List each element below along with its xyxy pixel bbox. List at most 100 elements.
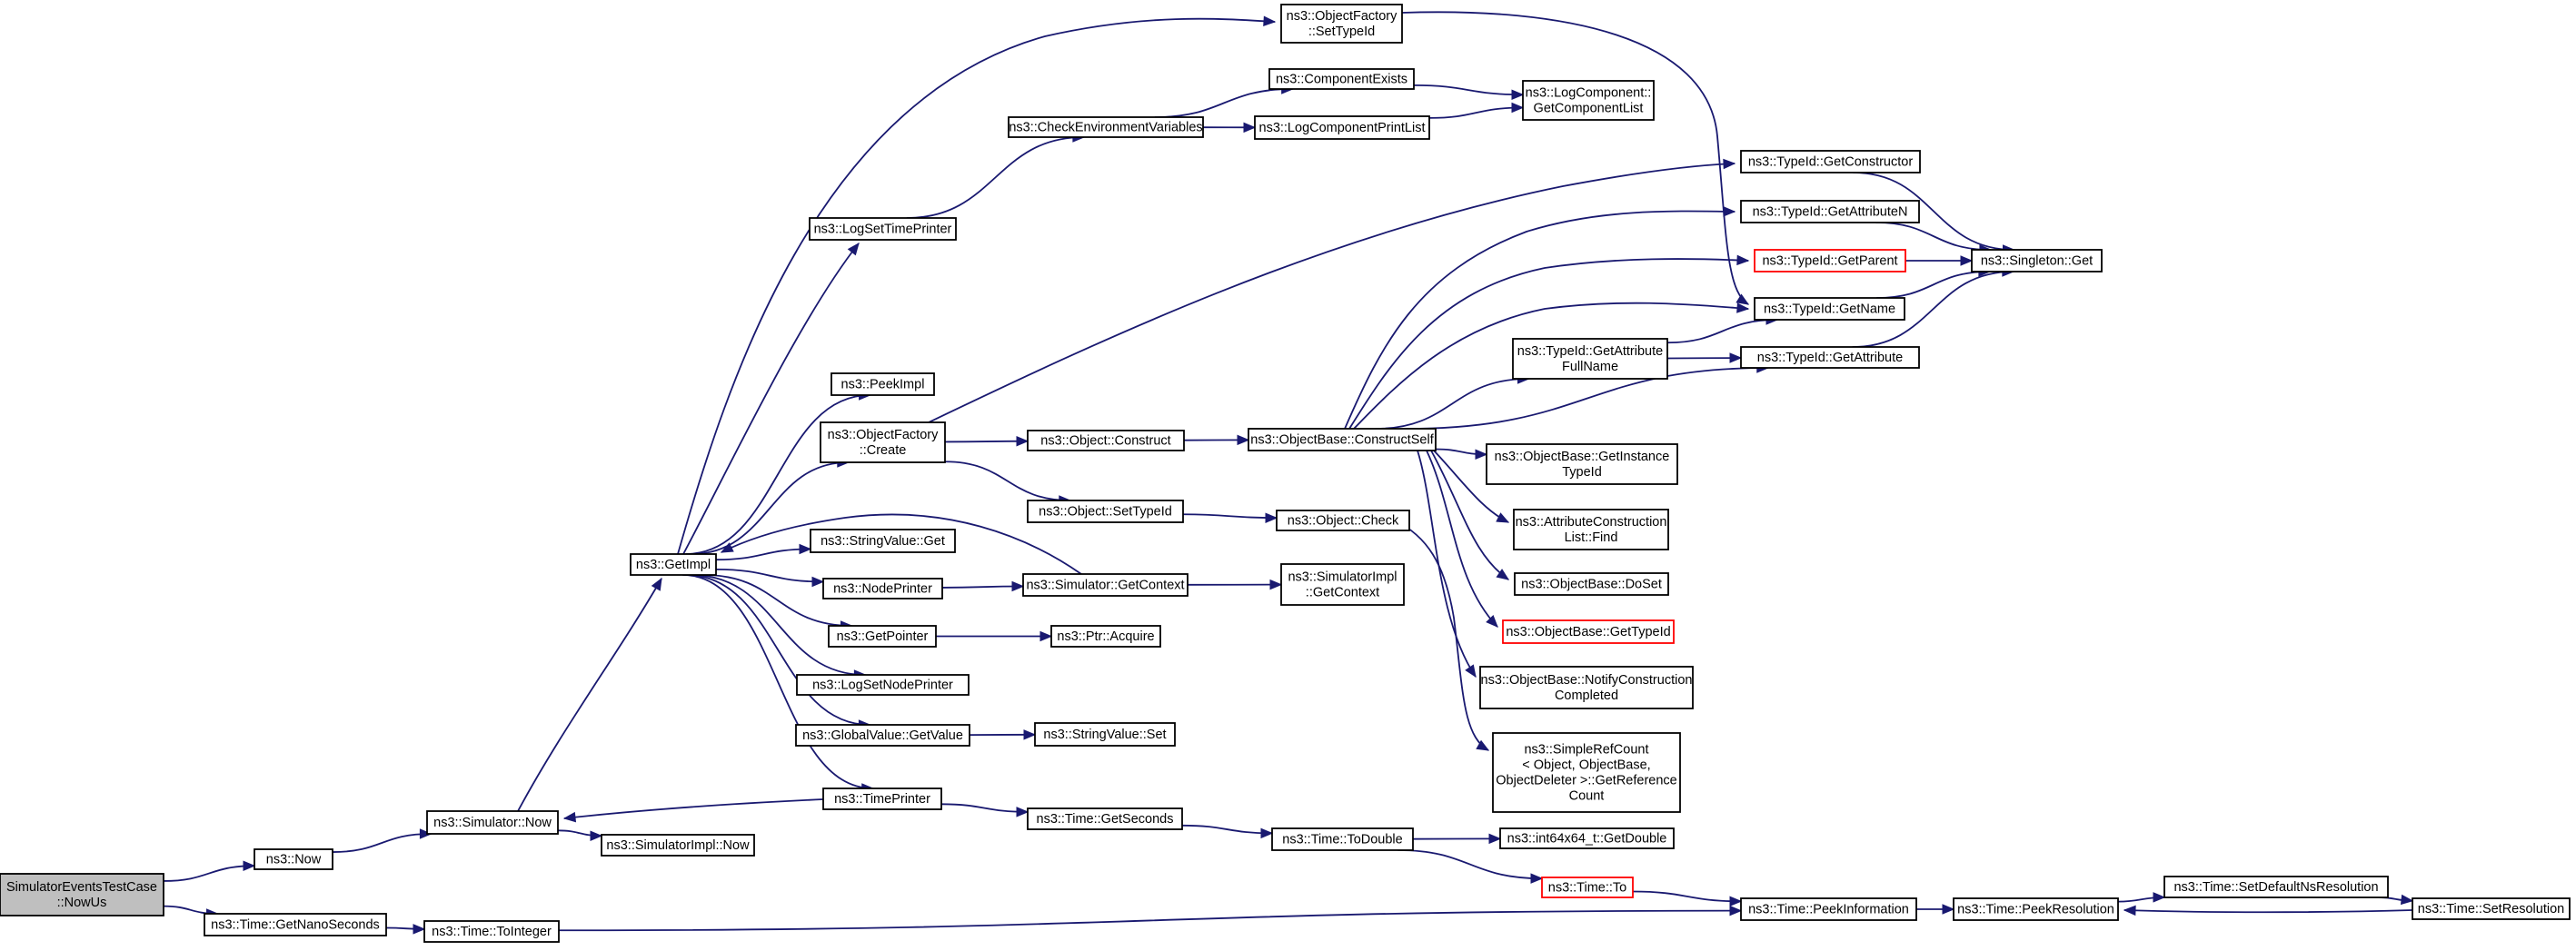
node-label: ns3::StringValue::Get xyxy=(821,534,945,549)
node-strget[interactable]: ns3::StringValue::Get xyxy=(810,529,956,553)
node-label: ::SetTypeId xyxy=(1308,25,1375,39)
node-peekimpl[interactable]: ns3::PeekImpl xyxy=(830,372,935,396)
node-simplerefcount[interactable]: ns3::SimpleRefCount< Object, ObjectBase,… xyxy=(1492,732,1681,813)
call-edge-logsettime-to-checkenv xyxy=(906,132,1086,219)
node-objsettypeid[interactable]: ns3::Object::SetTypeId xyxy=(1027,500,1184,523)
node-obdoset[interactable]: ns3::ObjectBase::DoSet xyxy=(1514,572,1669,596)
node-box xyxy=(1512,338,1668,380)
node-timeprinter[interactable]: ns3::TimePrinter xyxy=(822,788,942,810)
node-box xyxy=(1492,732,1681,813)
node-label: ns3::Simulator::Now xyxy=(433,816,552,830)
node-box xyxy=(423,920,560,943)
node-toint[interactable]: ns3::Time::ToInteger xyxy=(423,920,560,943)
node-objconstruct[interactable]: ns3::Object::Construct xyxy=(1027,430,1185,451)
node-label: ns3::Object::Construct xyxy=(1040,434,1170,449)
call-edge-setres-to-peekres xyxy=(2123,905,2413,916)
node-box xyxy=(1522,80,1655,121)
node-box xyxy=(630,553,717,576)
node-gvgetvalue[interactable]: ns3::GlobalValue::GetValue xyxy=(795,724,970,747)
node-box xyxy=(1513,509,1669,550)
node-obconstructself[interactable]: ns3::ObjectBase::ConstructSelf xyxy=(1248,428,1437,451)
node-simimplnow[interactable]: ns3::SimulatorImpl::Now xyxy=(601,834,755,857)
node-logcompprint[interactable]: ns3::LogComponentPrintList xyxy=(1254,115,1430,140)
node-setdefaultns[interactable]: ns3::Time::SetDefaultNsResolution xyxy=(2163,876,2389,898)
node-todouble[interactable]: ns3::Time::ToDouble xyxy=(1271,827,1414,851)
node-logsettime[interactable]: ns3::LogSetTimePrinter xyxy=(809,217,957,241)
node-obnotify[interactable]: ns3::ObjectBase::NotifyConstructionCompl… xyxy=(1479,666,1694,709)
node-singletonget[interactable]: ns3::Singleton::Get xyxy=(1971,249,2103,272)
node-label: ns3::ObjectFactory xyxy=(828,428,939,442)
call-edge-todouble-to-timeto xyxy=(1397,849,1544,884)
node-label: ns3::TypeId::GetConstructor xyxy=(1748,155,1914,170)
node-tidgetattr[interactable]: ns3::TypeId::GetAttribute xyxy=(1740,346,1920,369)
node-simnow[interactable]: ns3::Simulator::Now xyxy=(426,810,559,835)
node-tidgetparent[interactable]: ns3::TypeId::GetParent xyxy=(1754,249,1906,272)
node-compexists[interactable]: ns3::ComponentExists xyxy=(1268,68,1415,90)
node-logcompget[interactable]: ns3::LogComponent::GetComponentList xyxy=(1522,80,1655,121)
node-label: ns3::CheckEnvironmentVariables xyxy=(1009,121,1202,135)
node-label: ns3::ObjectFactory xyxy=(1287,9,1397,24)
call-edge-toint-to-peekinfo xyxy=(558,905,1743,932)
node-label: ns3::ComponentExists xyxy=(1276,73,1407,87)
call-edge-obconstructself-to-tidgetparent xyxy=(1348,254,1750,430)
node-box xyxy=(822,578,943,599)
call-edge-getnano-to-toint xyxy=(385,924,426,935)
node-label: ns3::SimpleRefCount xyxy=(1524,743,1648,758)
node-label: ns3::LogComponentPrintList xyxy=(1259,121,1426,135)
node-int64getdouble[interactable]: ns3::int64x64_t::GetDouble xyxy=(1499,827,1675,849)
call-edge-timegetsec-to-todouble xyxy=(1181,824,1274,839)
node-getimpl[interactable]: ns3::GetImpl xyxy=(630,553,717,576)
call-edge-objcheck-to-simplerefcount xyxy=(1394,520,1490,751)
node-box xyxy=(796,674,970,696)
call-edge-simgetctx-to-simimplctx xyxy=(1187,579,1283,590)
node-box xyxy=(1486,443,1678,485)
node-ofcreate[interactable]: ns3::ObjectFactory::Create xyxy=(820,421,946,463)
node-box xyxy=(822,788,942,810)
node-timeto[interactable]: ns3::Time::To xyxy=(1541,877,1634,898)
node-label: ns3::LogComponent:: xyxy=(1526,86,1652,101)
node-nodeprinter[interactable]: ns3::NodePrinter xyxy=(822,578,943,599)
node-tidgetname[interactable]: ns3::TypeId::GetName xyxy=(1754,297,1905,321)
node-root[interactable]: SimulatorEventsTestCase::NowUs xyxy=(0,873,164,916)
node-label: ns3::TypeId::GetAttribute xyxy=(1517,344,1663,359)
node-label: ns3::Object::Check xyxy=(1288,514,1399,529)
node-getnano[interactable]: ns3::Time::GetNanoSeconds xyxy=(204,913,387,936)
node-label: ns3::Object::SetTypeId xyxy=(1039,505,1172,520)
node-ptracquire[interactable]: ns3::Ptr::Acquire xyxy=(1050,625,1161,648)
node-objcheck[interactable]: ns3::Object::Check xyxy=(1276,510,1410,531)
call-edge-obconstructself-to-obgettypeid xyxy=(1426,450,1498,628)
call-edge-peekinfo-to-peekres xyxy=(1916,904,1955,915)
node-setres[interactable]: ns3::Time::SetResolution xyxy=(2412,897,2571,920)
call-edge-getimpl-to-logsettime xyxy=(682,242,860,555)
node-checkenv[interactable]: ns3::CheckEnvironmentVariables xyxy=(1008,116,1204,138)
node-box xyxy=(810,529,956,553)
node-label: ns3::TypeId::GetName xyxy=(1764,302,1895,317)
node-logsetnode[interactable]: ns3::LogSetNodePrinter xyxy=(796,674,970,696)
node-tidgetctor[interactable]: ns3::TypeId::GetConstructor xyxy=(1740,150,1921,173)
call-edge-getpointer-to-ptracquire xyxy=(936,630,1053,642)
call-edge-ofcreate-to-tidgetctor xyxy=(928,158,1736,423)
node-strset[interactable]: ns3::StringValue::Set xyxy=(1034,722,1176,747)
node-obgettypeid[interactable]: ns3::ObjectBase::GetTypeId xyxy=(1502,619,1675,644)
call-edge-getimpl-to-ofsettypeid xyxy=(677,15,1277,555)
node-simgetctx[interactable]: ns3::Simulator::GetContext xyxy=(1022,573,1189,597)
node-peekinfo[interactable]: ns3::Time::PeekInformation xyxy=(1740,897,1917,921)
node-tidgetattrn[interactable]: ns3::TypeId::GetAttributeN xyxy=(1740,200,1920,223)
node-box xyxy=(1268,68,1415,90)
node-box xyxy=(204,913,387,936)
node-now[interactable]: ns3::Now xyxy=(254,848,333,870)
node-peekres[interactable]: ns3::Time::PeekResolution xyxy=(1953,897,2119,921)
node-label: ns3::StringValue::Set xyxy=(1043,728,1166,742)
node-simimplctx[interactable]: ns3::SimulatorImpl::GetContext xyxy=(1280,563,1405,606)
node-box xyxy=(1027,807,1183,830)
node-box xyxy=(1027,430,1185,451)
node-ofsettypeid[interactable]: ns3::ObjectFactory::SetTypeId xyxy=(1280,4,1403,44)
node-getpointer[interactable]: ns3::GetPointer xyxy=(828,625,937,648)
node-label: TypeId xyxy=(1562,465,1602,480)
node-label: ::GetContext xyxy=(1306,586,1379,600)
node-timegetsec[interactable]: ns3::Time::GetSeconds xyxy=(1027,807,1183,830)
